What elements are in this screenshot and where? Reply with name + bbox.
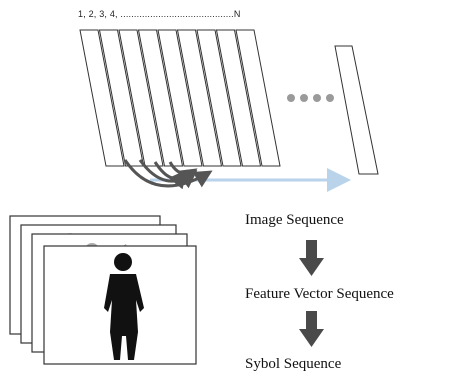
image-frame xyxy=(137,29,184,167)
image-sequence-label: Image Sequence xyxy=(245,212,344,228)
frame-n xyxy=(334,45,379,175)
frame-index-label: 1, 2, 3, 4, ............................… xyxy=(78,9,241,19)
down-arrow-2 xyxy=(299,311,324,347)
symbol-sequence-label: Sybol Sequence xyxy=(245,356,342,372)
image-frame xyxy=(157,29,203,167)
image-frame xyxy=(235,29,281,167)
transition-arcs xyxy=(123,159,213,190)
down-arrow-1 xyxy=(299,240,324,276)
feature-vector-sequence-label: Feature Vector Sequence xyxy=(245,286,394,302)
image-frame xyxy=(196,29,242,167)
image-frame xyxy=(118,29,164,167)
image-frame xyxy=(176,29,223,167)
silhouette-image-stack xyxy=(9,215,197,365)
ellipsis-dots xyxy=(287,94,334,102)
image-frame xyxy=(79,29,125,167)
image-frame-stack xyxy=(79,29,281,167)
image-frame xyxy=(215,29,262,167)
